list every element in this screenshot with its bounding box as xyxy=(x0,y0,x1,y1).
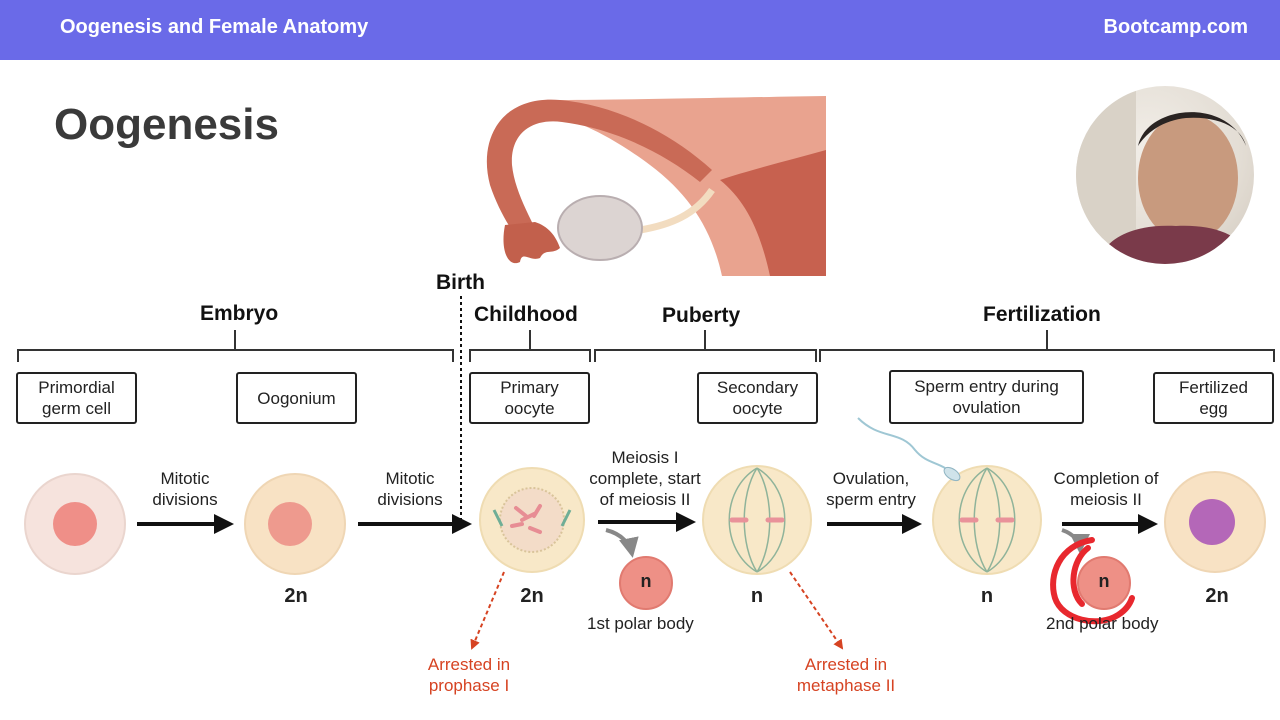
box-fertilized-line2: egg xyxy=(1199,399,1228,418)
arrest-prophase-line1: Arrested in xyxy=(427,655,511,674)
arrow-label-mitotic-1: Mitotic divisions xyxy=(140,468,230,510)
stage-fertilization-label: Fertilization xyxy=(983,303,1101,326)
arrest-metaphase-label: Arrested in metaphase II xyxy=(784,654,908,696)
meiosis1-line2: complete, start xyxy=(589,469,701,488)
childhood-bracket xyxy=(469,330,591,362)
sperm-entry-oocyte-drawing xyxy=(932,465,1042,575)
completion-line1: Completion of xyxy=(1053,469,1159,488)
course-title: Oogenesis and Female Anatomy xyxy=(60,16,369,38)
box-secondary-line1: Secondary xyxy=(716,378,799,397)
box-oogonium-text: Oogonium xyxy=(257,388,336,408)
arrest-prophase-label: Arrested in prophase I xyxy=(412,654,526,696)
arrow-label-completion: Completion of meiosis II xyxy=(1044,468,1168,510)
primary-oocyte-drawing xyxy=(479,467,585,573)
stage-childhood-label: Childhood xyxy=(474,303,578,326)
arrow-label-meiosis-1: Meiosis I complete, start of meiosis II xyxy=(578,447,712,510)
ploidy-sperm-entry: n xyxy=(980,585,994,607)
ovulation-line2: sperm entry xyxy=(826,490,916,509)
arrest-metaphase-line2: metaphase II xyxy=(796,676,896,695)
second-polar-body-label: 2nd polar body xyxy=(1046,614,1159,633)
stage-embryo-label: Embryo xyxy=(200,302,279,325)
stage-puberty-label: Puberty xyxy=(662,304,741,327)
mitotic1-line1: Mitotic xyxy=(160,469,210,488)
first-polar-body-label: 1st polar body xyxy=(587,614,694,633)
oogonium-drawing xyxy=(244,473,346,575)
box-oogonium: Oogonium xyxy=(236,372,357,424)
primordial-germ-cell-drawing xyxy=(24,473,126,575)
box-sperm-line1: Sperm entry during xyxy=(914,377,1059,396)
ploidy-fertilized-egg: 2n xyxy=(1205,585,1229,607)
arrow-to-polar-body-2 xyxy=(1061,528,1090,554)
box-secondary-line2: oocyte xyxy=(732,399,783,418)
arrest-prophase-line2: prophase I xyxy=(428,676,510,695)
annotation-circle-stroke xyxy=(1050,537,1135,625)
arrow-label-mitotic-2: Mitotic divisions xyxy=(365,468,455,510)
arrow-arrest-metaphase xyxy=(789,571,844,650)
box-fertilized-egg: Fertilized egg xyxy=(1153,372,1274,424)
mitotic2-line2: divisions xyxy=(377,490,443,509)
first-polar-body-drawing xyxy=(619,556,673,610)
fertilization-bracket xyxy=(819,330,1275,362)
second-polar-body-drawing xyxy=(1077,556,1131,610)
arrest-metaphase-line1: Arrested in xyxy=(804,655,888,674)
brand-logo-text: Bootcamp.com xyxy=(1103,16,1248,38)
arrow-to-polar-body-1 xyxy=(605,528,639,558)
presenter-webcam xyxy=(1076,86,1254,264)
box-sperm-line2: ovulation xyxy=(952,398,1021,417)
box-primordial-line2: germ cell xyxy=(42,399,111,418)
slide-title: Oogenesis xyxy=(54,100,279,149)
fertilized-egg-drawing xyxy=(1164,471,1266,573)
ploidy-primary-oocyte: 2n xyxy=(520,585,544,607)
meiosis1-line1: Meiosis I xyxy=(611,448,679,467)
secondary-oocyte-drawing xyxy=(702,465,812,575)
box-primary-line2: oocyte xyxy=(504,399,555,418)
puberty-bracket xyxy=(594,330,817,362)
box-primordial-germ-cell: Primordial germ cell xyxy=(16,372,137,424)
meiosis1-line3: of meiosis II xyxy=(599,490,691,509)
mitotic1-line2: divisions xyxy=(152,490,218,509)
box-sperm-entry: Sperm entry during ovulation xyxy=(889,370,1084,424)
box-primary-line1: Primary xyxy=(500,378,559,397)
completion-line2: meiosis II xyxy=(1070,490,1142,509)
box-fertilized-line1: Fertilized xyxy=(1179,378,1248,397)
ploidy-polar-body-2: n xyxy=(1098,571,1110,591)
arrow-label-ovulation: Ovulation, sperm entry xyxy=(814,468,928,510)
embryo-bracket xyxy=(17,330,454,362)
sperm-drawing xyxy=(857,417,961,482)
header-bar: Oogenesis and Female Anatomy Bootcamp.co… xyxy=(0,0,1280,60)
ploidy-polar-body-1: n xyxy=(640,571,652,591)
ploidy-oogonium: 2n xyxy=(284,585,308,607)
box-primordial-line1: Primordial xyxy=(38,378,115,397)
mitotic2-line1: Mitotic xyxy=(385,469,435,488)
ploidy-secondary-oocyte: n xyxy=(750,585,764,607)
box-secondary-oocyte: Secondary oocyte xyxy=(697,372,818,424)
box-primary-oocyte: Primary oocyte xyxy=(469,372,590,424)
birth-label: Birth xyxy=(436,271,485,294)
ovulation-line1: Ovulation, xyxy=(832,469,910,488)
